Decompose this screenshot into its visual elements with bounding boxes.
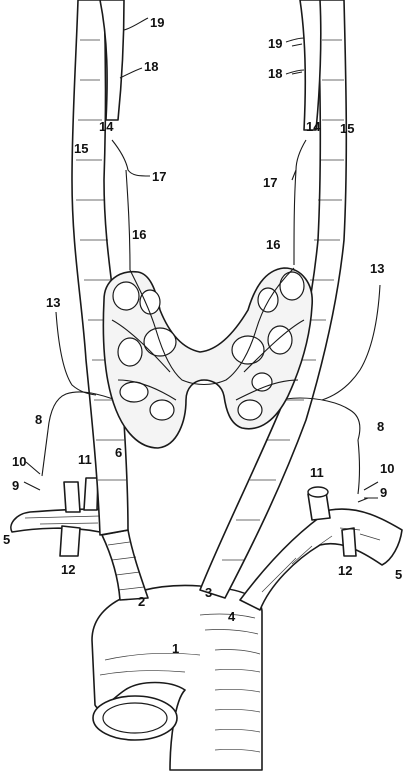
label-5-right: 5 bbox=[395, 567, 403, 582]
label-16-left: 16 bbox=[132, 227, 147, 242]
label-11-right: 11 bbox=[310, 465, 324, 480]
label-10-left: 10 bbox=[12, 454, 27, 469]
label-13-left: 13 bbox=[46, 295, 61, 310]
label-1: 1 bbox=[172, 641, 180, 656]
label-5-left: 5 bbox=[3, 532, 11, 547]
label-4: 4 bbox=[228, 609, 236, 624]
label-17-right: 17 bbox=[263, 175, 278, 190]
label-11-left: 11 bbox=[78, 452, 92, 467]
subclavian-artery-right bbox=[239, 486, 403, 611]
label-19-left: 19 bbox=[150, 15, 165, 30]
label-12-right: 12 bbox=[338, 563, 353, 578]
label-2: 2 bbox=[138, 594, 146, 609]
subclavian-artery-left bbox=[10, 477, 113, 557]
label-18-right: 18 bbox=[268, 66, 283, 81]
label-14-left: 14 bbox=[99, 119, 114, 134]
label-13-right: 13 bbox=[370, 261, 385, 276]
label-8-right: 8 bbox=[377, 419, 385, 434]
label-14-right: 14 bbox=[306, 119, 321, 134]
label-12-left: 12 bbox=[61, 562, 76, 577]
label-16-right: 16 bbox=[266, 237, 281, 252]
label-6: 6 bbox=[115, 445, 123, 460]
label-8-left: 8 bbox=[35, 412, 43, 427]
leader-lines bbox=[291, 43, 369, 503]
label-3: 3 bbox=[205, 585, 213, 600]
label-19-right: 19 bbox=[268, 36, 283, 51]
label-15-left: 15 bbox=[74, 141, 89, 156]
common-carotid-right bbox=[199, 0, 348, 599]
label-18-left: 18 bbox=[144, 59, 159, 74]
label-10-right: 10 bbox=[380, 461, 395, 476]
label-9-right: 9 bbox=[380, 485, 388, 500]
label-15-right: 15 bbox=[340, 121, 355, 136]
gland bbox=[102, 267, 313, 449]
brachiocephalic-trunk bbox=[101, 529, 149, 601]
label-17-left: 17 bbox=[152, 169, 167, 184]
label-9-left: 9 bbox=[12, 478, 20, 493]
aortic-arch bbox=[91, 584, 263, 771]
